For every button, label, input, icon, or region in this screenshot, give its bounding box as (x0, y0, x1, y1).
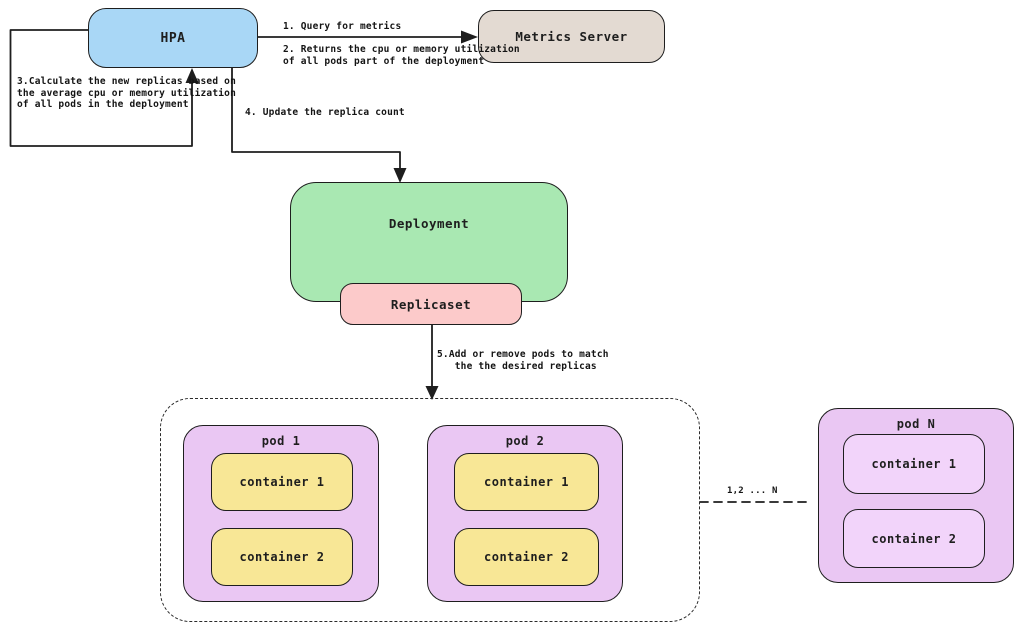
pod-1-label: pod 1 (261, 434, 301, 448)
label-step2-returns-utilization: 2. Returns the cpu or memory utilization… (283, 44, 520, 67)
pod-n-container-2: container 2 (843, 509, 985, 568)
arrow-replicaset-to-pods (425, 324, 439, 400)
pod-1-container-2: container 2 (211, 528, 353, 586)
label-step3-calculate-replicas: 3.Calculate the new replicas based on th… (17, 76, 237, 110)
pod-2-label: pod 2 (505, 434, 545, 448)
pod-n-container-2-label: container 2 (871, 531, 957, 546)
node-replicaset-label: Replicaset (390, 296, 472, 312)
node-metrics-server-label: Metrics Server (515, 29, 628, 44)
node-replicaset: Replicaset (340, 283, 522, 325)
arrow-hpa-self-loop (9, 29, 199, 147)
node-hpa-label: HPA (160, 30, 186, 46)
pod-1-container-1: container 1 (211, 453, 353, 511)
pod-2-container-2-label: container 2 (484, 550, 569, 564)
pod-n-container-1-label: container 1 (871, 457, 957, 471)
node-pod-n: pod N container 1 container 2 (818, 408, 1014, 583)
label-step5-add-remove-pods: 5.Add or remove pods to match the the de… (437, 349, 609, 372)
node-deployment: Deployment (290, 182, 568, 302)
pod-1-container-1-label: container 1 (239, 475, 325, 489)
arrow-hpa-to-deployment (231, 67, 407, 183)
pods-group-boundary (160, 398, 700, 622)
arrow-hpa-to-metrics (257, 30, 478, 44)
pod-2-container-1: container 1 (454, 453, 599, 511)
pod-n-label: pod N (896, 417, 936, 431)
node-hpa: HPA (88, 8, 258, 68)
node-pod-2: pod 2 container 1 container 2 (427, 425, 623, 602)
label-pod-range: 1,2 ... N (727, 486, 778, 496)
node-deployment-label: Deployment (388, 216, 470, 231)
pod-1-container-2-label: container 2 (239, 550, 325, 564)
node-pod-1: pod 1 container 1 container 2 (183, 425, 379, 602)
pod-n-container-1: container 1 (843, 434, 985, 494)
pod-2-container-1-label: container 1 (484, 475, 569, 489)
label-step4-update-replica-count: 4. Update the replica count (245, 107, 405, 118)
label-step1-query-metrics: 1. Query for metrics (283, 21, 402, 32)
node-metrics-server: Metrics Server (478, 10, 665, 63)
pod-2-container-2: container 2 (454, 528, 599, 586)
